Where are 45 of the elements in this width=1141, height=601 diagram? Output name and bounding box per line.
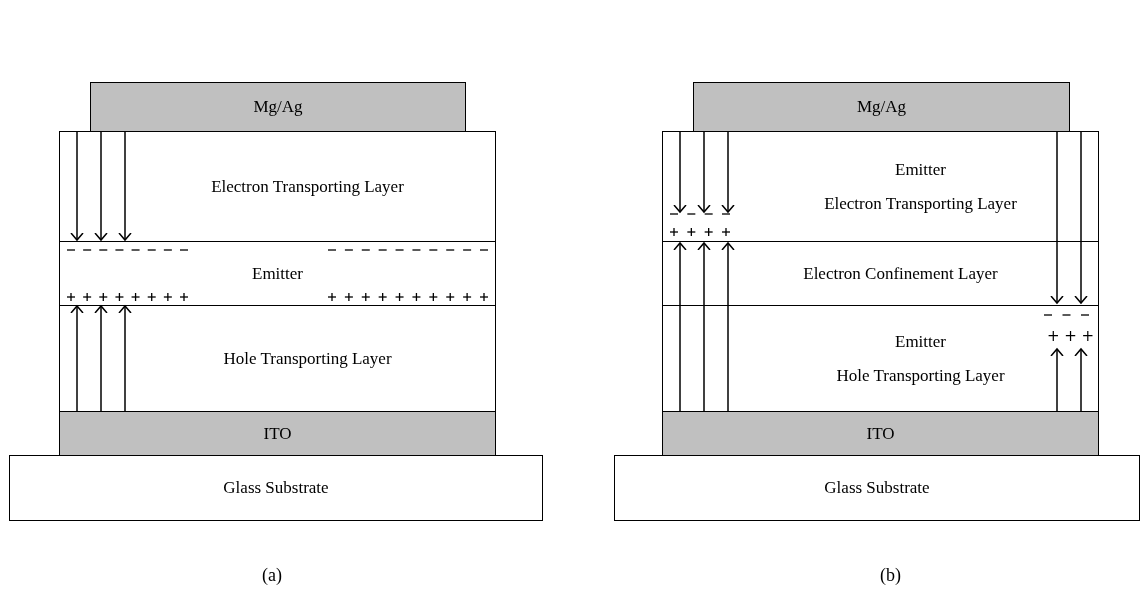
electrode-layer [693, 82, 1070, 132]
electrode-layer [59, 411, 496, 456]
arrow [1074, 348, 1088, 412]
layer-label: Glass Substrate [223, 478, 329, 498]
layer-box [59, 131, 496, 242]
substrate-layer [614, 455, 1140, 521]
layer-box [59, 241, 496, 306]
layer-label: + + + [1046, 326, 1095, 345]
arrow [118, 305, 132, 412]
arrow [1074, 131, 1088, 304]
panel-label: (b) [880, 565, 901, 586]
layer-label: Electron Transporting Layer [824, 193, 1017, 214]
layer-label: Hole Transporting Layer [223, 348, 392, 369]
layer-box [662, 305, 1099, 412]
layer-label: Glass Substrate [824, 478, 930, 498]
substrate-layer [9, 455, 543, 521]
arrow [721, 242, 735, 412]
arrow [70, 130, 84, 241]
layer-label: Emitter [252, 263, 303, 284]
panel-label: (a) [262, 565, 282, 586]
arrow [118, 130, 132, 241]
arrow [94, 130, 108, 241]
arrow [673, 242, 687, 412]
arrow [721, 131, 735, 213]
layer-label: Electron Transporting Layer [211, 176, 404, 197]
arrow [94, 305, 108, 412]
layer-label: Emitter [895, 331, 946, 352]
arrow [1050, 131, 1064, 304]
arrow [70, 305, 84, 412]
electrode-layer [90, 82, 466, 132]
layer-box [59, 305, 496, 412]
layer-label: Electron Confinement Layer [803, 263, 998, 284]
layer-box [662, 131, 1099, 242]
layer-box [662, 241, 1099, 306]
layer-label: ITO [263, 423, 292, 444]
arrow [673, 130, 687, 213]
arrow [697, 242, 711, 412]
arrow [697, 131, 711, 213]
layer-label: Hole Transporting Layer [836, 365, 1005, 386]
layer-label: Mg/Ag [856, 97, 907, 117]
layer-label: Emitter [895, 159, 946, 180]
layer-label: ITO [866, 423, 895, 444]
electrode-layer [662, 411, 1099, 456]
layer-label: Mg/Ag [253, 97, 303, 117]
arrow [1050, 348, 1064, 412]
